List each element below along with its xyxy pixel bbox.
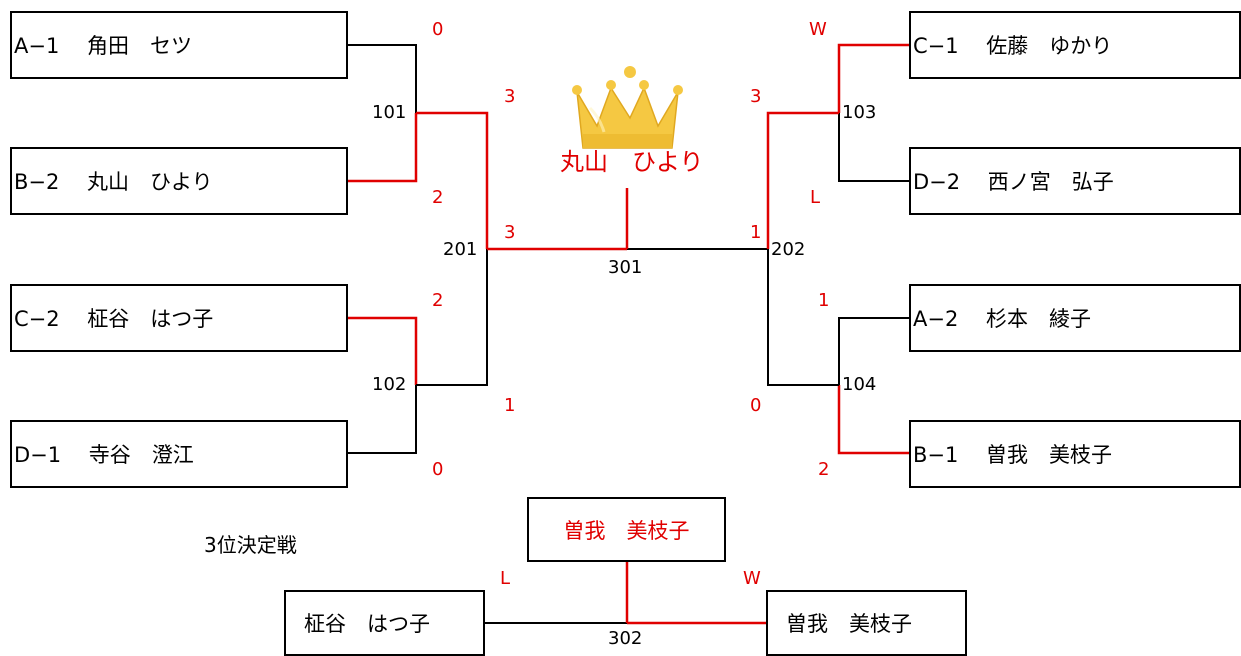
line-c1-103 <box>837 43 910 113</box>
line-104-202 <box>767 249 839 386</box>
line-d2-103 <box>838 113 910 182</box>
player-box-d2: D−2 西ノ宮 弘子 <box>909 147 1241 215</box>
player-box-a2: A−2 杉本 綾子 <box>909 284 1241 352</box>
score-101-bottom: 2 <box>432 187 444 208</box>
line-103-202 <box>766 111 839 249</box>
player-box-b1: B−1 曽我 美枝子 <box>909 420 1241 488</box>
match-number-202: 202 <box>771 239 806 260</box>
match-number-102: 102 <box>372 374 407 395</box>
player-box-d1: D−1 寺谷 澄江 <box>10 420 348 488</box>
score-201-top: 3 <box>504 86 516 107</box>
player-name: C−1 佐藤 ゆかり <box>913 34 1113 58</box>
score-202-final: 1 <box>750 222 762 243</box>
match-number-103: 103 <box>842 102 877 123</box>
third-place-winner-name: 曽我 美枝子 <box>563 518 690 543</box>
player-name: A−1 角田 セツ <box>14 34 192 58</box>
player-name: 曽我 美枝子 <box>786 612 912 636</box>
third-place-left-mark: L <box>500 568 511 589</box>
score-104-top: 1 <box>818 290 830 311</box>
player-name: D−2 西ノ宮 弘子 <box>913 170 1114 194</box>
line-d1-102 <box>347 385 417 454</box>
score-102-bottom: 0 <box>432 459 444 480</box>
line-101-201 <box>416 111 489 249</box>
third-place-winner-box: 曽我 美枝子 <box>527 497 726 562</box>
match-number-302: 302 <box>608 628 643 649</box>
match-number-104: 104 <box>842 374 877 395</box>
player-name: C−2 柾谷 はつ子 <box>14 307 214 331</box>
champion-name: 丸山 ひより <box>560 148 704 176</box>
player-name: 柾谷 はつ子 <box>304 612 430 636</box>
third-place-left-box: 柾谷 はつ子 <box>284 590 485 656</box>
line-b1-104 <box>837 385 910 455</box>
match-number-301: 301 <box>608 257 643 278</box>
player-box-b2: B−2 丸山 ひより <box>10 147 348 215</box>
line-a2-104 <box>838 317 910 385</box>
line-102-201 <box>416 249 488 386</box>
line-a1-101 <box>347 44 417 113</box>
score-201-bottom: 1 <box>504 395 516 416</box>
score-103-top: W <box>809 19 827 40</box>
player-box-c2: C−2 柾谷 はつ子 <box>10 284 348 352</box>
score-104-bottom: 2 <box>818 459 830 480</box>
player-box-a1: A−1 角田 セツ <box>10 11 348 79</box>
crown-icon <box>572 66 683 149</box>
score-101-top: 0 <box>432 19 444 40</box>
player-name: D−1 寺谷 澄江 <box>14 443 194 467</box>
match-number-101: 101 <box>372 102 407 123</box>
match-number-201: 201 <box>443 239 478 260</box>
third-place-title: 3位決定戦 <box>204 533 297 557</box>
third-place-right-mark: W <box>743 568 761 589</box>
score-202-top: 3 <box>750 86 762 107</box>
player-box-c1: C−1 佐藤 ゆかり <box>909 11 1241 79</box>
score-103-bottom: L <box>810 187 821 208</box>
score-201-final: 3 <box>504 222 516 243</box>
player-name: B−1 曽我 美枝子 <box>913 443 1113 467</box>
player-name: B−2 丸山 ひより <box>14 170 213 194</box>
line-c2-102 <box>347 316 418 385</box>
score-102-top: 2 <box>432 290 444 311</box>
score-202-bottom: 0 <box>750 395 762 416</box>
third-place-right-box: 曽我 美枝子 <box>766 590 967 656</box>
player-name: A−2 杉本 綾子 <box>913 307 1091 331</box>
line-b2-101 <box>347 113 418 183</box>
